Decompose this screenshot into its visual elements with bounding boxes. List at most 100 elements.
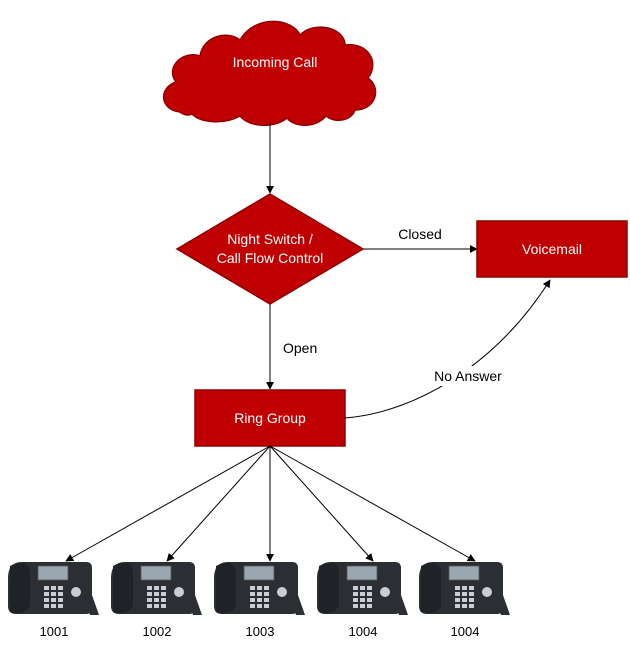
ring-group-box: Ring Group — [194, 389, 346, 447]
phone-handset — [421, 562, 441, 614]
incoming-call-label: Incoming Call — [233, 54, 318, 70]
phone-key — [455, 598, 460, 602]
phone-key — [264, 592, 269, 596]
edge-no-answer-label: No Answer — [434, 368, 502, 384]
phone-key — [455, 586, 460, 590]
phone-extension-label: 1004 — [349, 624, 378, 639]
phone-key — [147, 586, 152, 590]
phone-key — [353, 598, 358, 602]
fanout-edges — [65, 445, 476, 562]
phone-key — [58, 598, 63, 602]
phone-key — [360, 592, 365, 596]
phone-key — [250, 592, 255, 596]
phone-nav-button — [380, 587, 390, 597]
phone-key — [353, 592, 358, 596]
phone-key — [161, 604, 166, 608]
phone-key — [161, 592, 166, 596]
ip-phone — [111, 562, 202, 615]
phone-key — [455, 604, 460, 608]
ip-phone — [419, 562, 510, 615]
phone-key — [264, 604, 269, 608]
phone-key — [462, 598, 467, 602]
phone-key — [58, 604, 63, 608]
phone-key — [147, 598, 152, 602]
edge-to-phone-4 — [269, 445, 374, 562]
phone-handset — [10, 562, 30, 614]
phone-key — [147, 592, 152, 596]
voicemail-box: Voicemail — [476, 220, 628, 278]
ring-group-rect — [194, 389, 346, 447]
phone-key — [250, 586, 255, 590]
ip-phone — [214, 562, 305, 615]
phone-key — [367, 604, 372, 608]
phone-extension-label: 1002 — [143, 624, 172, 639]
diamond-shape — [175, 193, 365, 305]
phone-key — [469, 586, 474, 590]
phone-key — [257, 604, 262, 608]
voicemail-rect — [476, 220, 628, 278]
phone-key — [51, 604, 56, 608]
phone-key — [51, 592, 56, 596]
phone-key — [462, 586, 467, 590]
phone-key — [51, 586, 56, 590]
phone-key — [264, 598, 269, 602]
phone-handset — [216, 562, 236, 614]
phone-key — [44, 592, 49, 596]
phone-key — [44, 586, 49, 590]
no-answer-label-bg — [428, 366, 506, 386]
phone-key — [154, 586, 159, 590]
phone-key — [58, 586, 63, 590]
phone-key — [154, 598, 159, 602]
phone-screen — [346, 565, 378, 581]
phone-key — [161, 586, 166, 590]
phone-key — [469, 598, 474, 602]
ip-phone — [317, 562, 408, 615]
phone-key — [360, 598, 365, 602]
phone-key — [257, 586, 262, 590]
phone-handset — [113, 562, 133, 614]
phone-key — [264, 586, 269, 590]
phone-screen — [448, 565, 480, 581]
edge-ringgroup-to-voicemail — [344, 279, 551, 419]
voicemail-label: Voicemail — [522, 241, 582, 257]
phone-key — [367, 586, 372, 590]
edge-to-phone-5 — [269, 445, 476, 562]
phone-key — [51, 598, 56, 602]
phone-key — [257, 598, 262, 602]
phone-extension-label: 1001 — [40, 624, 69, 639]
phone-key — [161, 598, 166, 602]
ring-group-label: Ring Group — [234, 410, 306, 426]
phone-key — [469, 592, 474, 596]
phone-key — [250, 604, 255, 608]
phone-key — [360, 604, 365, 608]
edge-closed-label: Closed — [398, 226, 442, 242]
cloud-shape — [163, 20, 377, 126]
ip-phone — [8, 562, 99, 615]
phone-key — [154, 604, 159, 608]
phone-key — [367, 598, 372, 602]
phone-extension-label: 1004 — [451, 624, 480, 639]
phone-key — [154, 592, 159, 596]
switch-label-line1: Night Switch / — [227, 231, 313, 247]
phone-key — [58, 592, 63, 596]
phone-key — [353, 604, 358, 608]
phone-screen — [140, 565, 172, 581]
phone-key — [147, 604, 152, 608]
phone-key — [257, 592, 262, 596]
edge-to-phone-1 — [65, 445, 271, 562]
edge-open-label: Open — [283, 340, 317, 356]
phone-key — [469, 604, 474, 608]
phone-nav-button — [277, 587, 287, 597]
phone-nav-button — [71, 587, 81, 597]
night-switch-diamond: Night Switch / Call Flow Control — [175, 193, 365, 305]
phone-key — [44, 598, 49, 602]
phone-key — [44, 604, 49, 608]
phone-key — [367, 592, 372, 596]
incoming-call-cloud: Incoming Call — [163, 20, 377, 126]
phone-key — [455, 592, 460, 596]
phone-nav-button — [174, 587, 184, 597]
phone-key — [360, 586, 365, 590]
